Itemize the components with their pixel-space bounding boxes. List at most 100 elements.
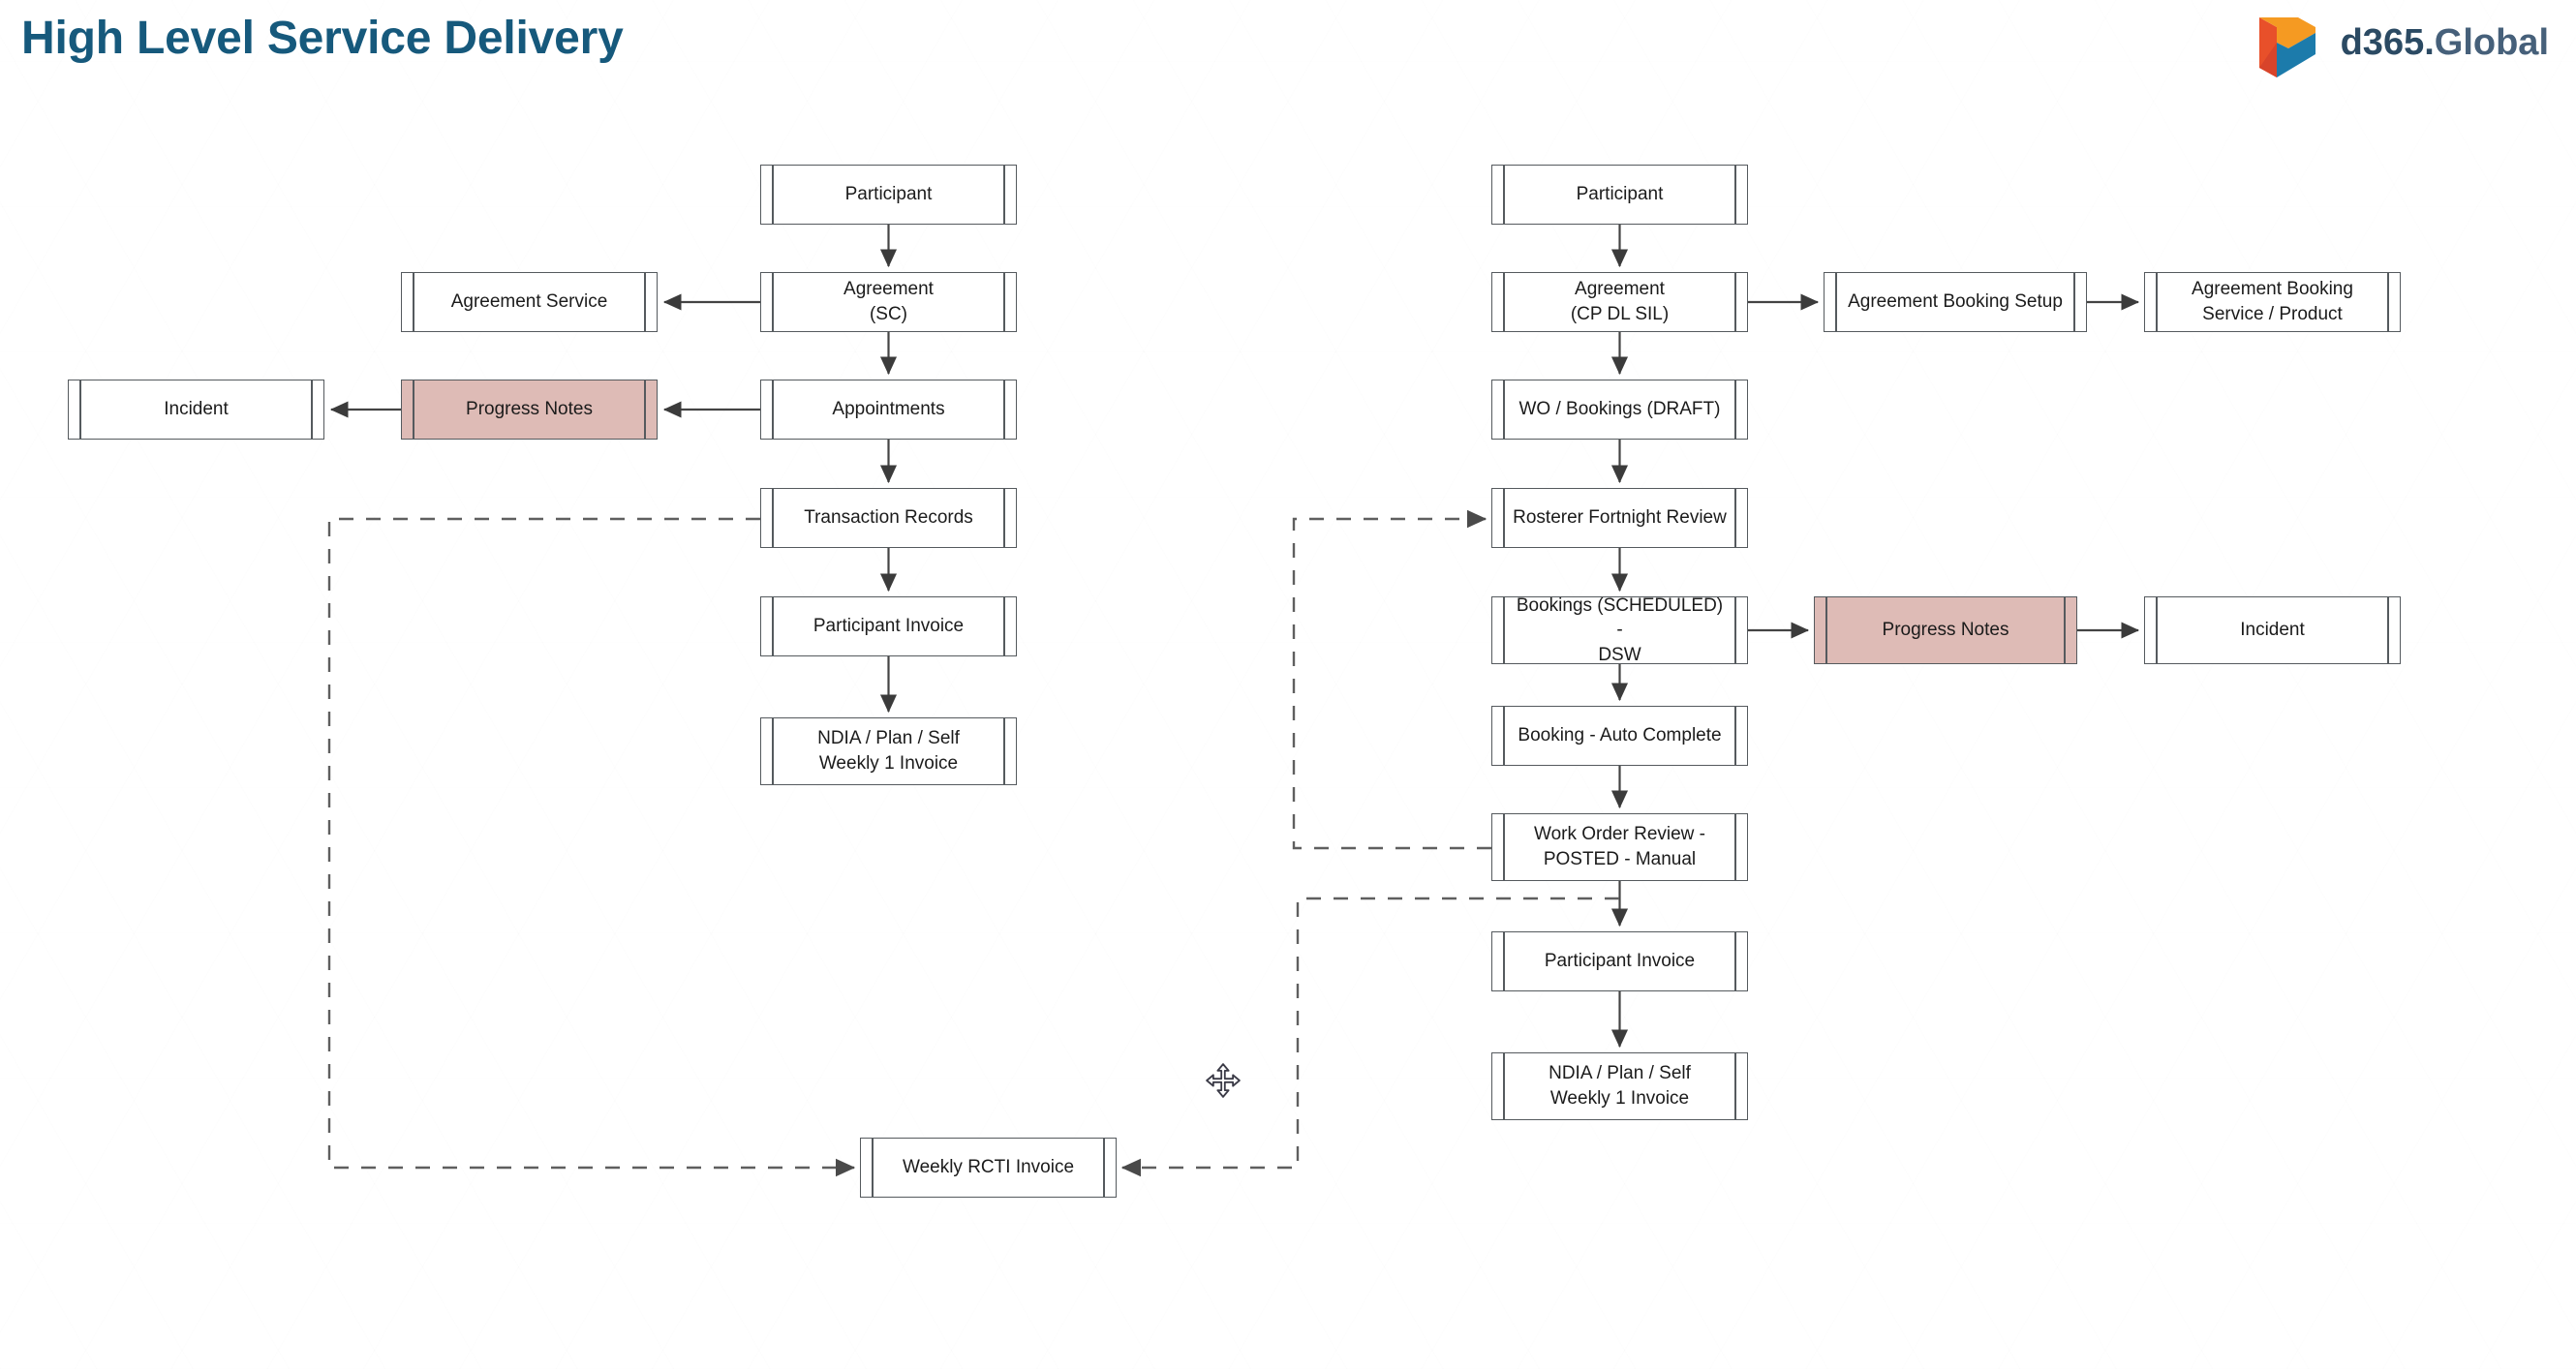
node-right-bar bbox=[2073, 273, 2075, 331]
edge-r-wo-review-to-weekly-rcti bbox=[1120, 897, 1619, 1177]
node-left-bar bbox=[772, 489, 774, 547]
node-agreement-cp-dl-sil[interactable]: Agreement (CP DL SIL) bbox=[1491, 272, 1748, 332]
node-right-bar bbox=[2064, 597, 2066, 663]
page-title: High Level Service Delivery bbox=[21, 13, 624, 64]
node-participant-right[interactable]: Participant bbox=[1491, 165, 1748, 225]
node-label: Agreement Booking Service / Product bbox=[2192, 279, 2353, 324]
node-participant-left[interactable]: Participant bbox=[760, 165, 1017, 225]
node-label: Participant Invoice bbox=[813, 616, 965, 637]
node-right-bar bbox=[1734, 273, 1736, 331]
node-left-bar bbox=[1503, 1053, 1505, 1119]
node-left-bar bbox=[1503, 489, 1505, 547]
node-incident-right[interactable]: Incident bbox=[2144, 596, 2401, 664]
node-participant-invoice-right[interactable]: Participant Invoice bbox=[1491, 931, 1748, 991]
node-label: Booking - Auto Complete bbox=[1518, 725, 1722, 746]
solid-connector-group bbox=[329, 225, 2140, 1049]
node-progress-notes-left[interactable]: Progress Notes bbox=[401, 380, 658, 440]
node-left-bar bbox=[1503, 380, 1505, 439]
node-right-bar bbox=[1734, 597, 1736, 663]
play-triangle-logo-icon bbox=[2258, 17, 2315, 77]
node-right-bar bbox=[644, 380, 646, 439]
node-label: Weekly RCTI Invoice bbox=[902, 1157, 1075, 1178]
node-right-bar bbox=[2387, 273, 2389, 331]
node-left-bar bbox=[2156, 597, 2158, 663]
node-right-bar bbox=[1734, 707, 1736, 765]
node-left-bar bbox=[872, 1139, 874, 1197]
node-label: Agreement Service bbox=[450, 291, 608, 313]
node-left-bar bbox=[79, 380, 81, 439]
brand-logo: d365.Global bbox=[2255, 8, 2549, 77]
edge-l-transaction-to-weekly-rcti bbox=[327, 517, 856, 1177]
node-label: NDIA / Plan / Self Weekly 1 Invoice bbox=[1549, 1063, 1691, 1109]
node-left-bar bbox=[772, 380, 774, 439]
node-left-bar bbox=[413, 273, 414, 331]
node-label: Progress Notes bbox=[466, 399, 593, 420]
node-label: Agreement (CP DL SIL) bbox=[1570, 279, 1670, 324]
node-right-bar bbox=[1003, 489, 1005, 547]
node-right-bar bbox=[2387, 597, 2389, 663]
node-label: Transaction Records bbox=[804, 507, 973, 529]
node-right-bar bbox=[1103, 1139, 1105, 1197]
node-left-bar bbox=[1503, 597, 1505, 663]
node-right-bar bbox=[1003, 718, 1005, 784]
node-label: Progress Notes bbox=[1882, 620, 2009, 641]
node-rosterer-fortnight-review[interactable]: Rosterer Fortnight Review bbox=[1491, 488, 1748, 548]
node-wo-bookings-draft[interactable]: WO / Bookings (DRAFT) bbox=[1491, 380, 1748, 440]
node-left-bar bbox=[772, 597, 774, 655]
node-ndia-invoice-left[interactable]: NDIA / Plan / Self Weekly 1 Invoice bbox=[760, 717, 1017, 785]
node-label: Work Order Review - POSTED - Manual bbox=[1533, 824, 1705, 869]
node-bookings-scheduled-dsw[interactable]: Bookings (SCHEDULED) - DSW bbox=[1491, 595, 1748, 665]
node-right-bar bbox=[1734, 1053, 1736, 1119]
dashed-connector-group bbox=[327, 509, 1619, 1177]
node-left-bar bbox=[772, 166, 774, 224]
node-left-bar bbox=[772, 273, 774, 331]
node-label: Incident bbox=[2240, 620, 2305, 641]
node-participant-invoice-left[interactable]: Participant Invoice bbox=[760, 596, 1017, 656]
node-left-bar bbox=[1503, 932, 1505, 990]
node-appointments[interactable]: Appointments bbox=[760, 380, 1017, 440]
node-left-bar bbox=[2156, 273, 2158, 331]
node-right-bar bbox=[1734, 814, 1736, 880]
node-label: Participant bbox=[844, 184, 933, 205]
page-header: High Level Service Delivery d365.Global bbox=[0, 0, 2576, 106]
node-label: Participant Invoice bbox=[1544, 951, 1696, 972]
node-label: WO / Bookings (DRAFT) bbox=[1518, 399, 1721, 420]
node-left-bar bbox=[1503, 166, 1505, 224]
node-left-bar bbox=[1503, 273, 1505, 331]
node-agreement-service[interactable]: Agreement Service bbox=[401, 272, 658, 332]
node-agreement-booking-service-product[interactable]: Agreement Booking Service / Product bbox=[2144, 272, 2401, 332]
node-left-bar bbox=[413, 380, 414, 439]
node-left-bar bbox=[772, 718, 774, 784]
node-label: Participant bbox=[1576, 184, 1664, 205]
node-right-bar bbox=[1003, 273, 1005, 331]
node-right-bar bbox=[1003, 380, 1005, 439]
node-left-bar bbox=[1835, 273, 1837, 331]
brand-name: d365.Global bbox=[2341, 22, 2549, 64]
node-right-bar bbox=[1734, 166, 1736, 224]
node-label: Bookings (SCHEDULED) - DSW bbox=[1516, 594, 1724, 665]
node-agreement-sc[interactable]: Agreement (SC) bbox=[760, 272, 1017, 332]
node-left-bar bbox=[1825, 597, 1827, 663]
node-label: Incident bbox=[164, 399, 229, 420]
node-work-order-review-posted-manual[interactable]: Work Order Review - POSTED - Manual bbox=[1491, 813, 1748, 881]
node-left-bar bbox=[1503, 707, 1505, 765]
node-right-bar bbox=[1734, 489, 1736, 547]
node-right-bar bbox=[1003, 166, 1005, 224]
node-label: Appointments bbox=[832, 399, 945, 420]
node-ndia-invoice-right[interactable]: NDIA / Plan / Self Weekly 1 Invoice bbox=[1491, 1052, 1748, 1120]
node-transaction-records[interactable]: Transaction Records bbox=[760, 488, 1017, 548]
node-right-bar bbox=[311, 380, 313, 439]
node-agreement-booking-setup[interactable]: Agreement Booking Setup bbox=[1824, 272, 2087, 332]
brand-name-bold: d365. bbox=[2340, 21, 2435, 63]
node-booking-auto-complete[interactable]: Booking - Auto Complete bbox=[1491, 706, 1748, 766]
node-label: NDIA / Plan / Self Weekly 1 Invoice bbox=[817, 728, 960, 774]
node-incident-left[interactable]: Incident bbox=[68, 380, 324, 440]
edge-r-wo-review-to-rosterer bbox=[1292, 509, 1491, 850]
node-progress-notes-right[interactable]: Progress Notes bbox=[1814, 596, 2077, 664]
node-weekly-rcti-invoice[interactable]: Weekly RCTI Invoice bbox=[860, 1138, 1117, 1198]
node-right-bar bbox=[1003, 597, 1005, 655]
node-right-bar bbox=[644, 273, 646, 331]
node-label: Agreement (SC) bbox=[843, 279, 934, 324]
